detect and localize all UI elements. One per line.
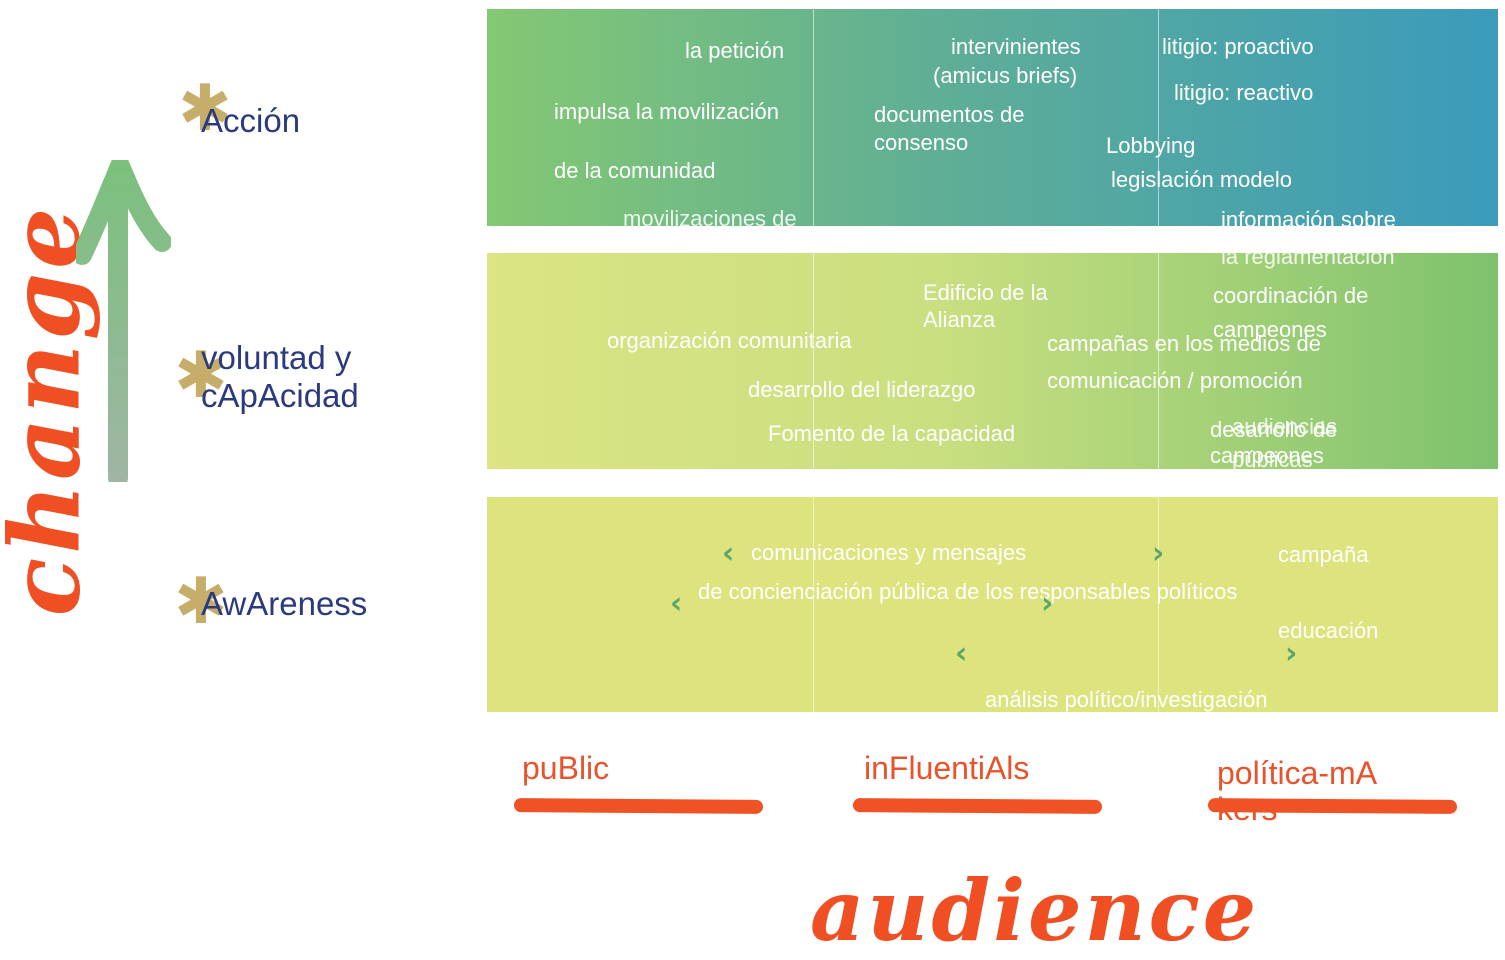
chevron-left-icon: ‹ (670, 586, 683, 621)
will-item: campeones (1213, 317, 1327, 342)
action-item: movilizaciones de (623, 206, 797, 231)
action-item: la petición (685, 38, 785, 63)
will-item: campeones (1210, 443, 1324, 468)
action-item: la reglamentación (1221, 244, 1395, 269)
chevron-right-icon: › (1152, 536, 1165, 571)
awareness-item: campaña (1278, 542, 1369, 567)
action-item: (amicus briefs) (933, 63, 1078, 88)
action-item: de la comunidad (554, 158, 716, 183)
action-item: Lobbying (1106, 133, 1196, 158)
audience-policymakers: política-mAkers (1217, 755, 1387, 827)
band-will-capacity (487, 253, 1498, 469)
audience-underline (852, 798, 1103, 814)
will-item: públicas (1232, 447, 1313, 472)
action-item: legislación modelo (1111, 167, 1292, 192)
will-item: Fomento de la capacidad (768, 421, 1016, 446)
band-awareness (487, 497, 1498, 712)
up-arrow-icon (76, 160, 171, 482)
chevron-right-icon: › (1285, 636, 1298, 671)
audience-public: puBlic (522, 750, 610, 786)
will-item: coordinación de (1213, 283, 1369, 308)
x-mark-icon: ✱ (178, 72, 232, 146)
level-accion: Acción (201, 102, 301, 139)
band-action (487, 9, 1498, 226)
action-item: intervinientes (951, 34, 1081, 59)
awareness-item: de concienciación pública de los respons… (698, 579, 1238, 604)
chevron-left-icon: ‹ (955, 636, 968, 671)
action-item: documentos de (874, 102, 1025, 127)
action-item: consenso (874, 130, 969, 155)
will-item: desarrollo de (1210, 417, 1338, 442)
level-awareness: AwAreness (201, 585, 368, 622)
x-mark-icon: ✱ (174, 565, 228, 639)
will-item: audiencias (1232, 414, 1338, 439)
column-divider (1158, 9, 1159, 712)
action-item: información sobre (1221, 207, 1396, 232)
level-voluntad-label: voluntad y cApAcidad (201, 339, 359, 414)
will-item: Alianza (923, 307, 996, 332)
level-voluntad: voluntad y cApAcidad (201, 339, 431, 415)
column-divider (813, 9, 814, 712)
will-item: comunicación / promoción (1047, 368, 1303, 393)
awareness-item: análisis político/investigación (985, 687, 1268, 712)
awareness-item: comunicaciones y mensajes (751, 540, 1027, 565)
awareness-item: educación (1278, 618, 1379, 643)
will-item: desarrollo del liderazgo (748, 377, 976, 402)
will-item: organización comunitaria (607, 328, 852, 353)
will-item: campañas en los medios de (1047, 331, 1321, 356)
audience-influentials: inFluentiAls (864, 750, 1030, 786)
audience-axis-label: audience (810, 861, 1260, 960)
audience-underline (513, 798, 764, 814)
will-item: Edificio de la (923, 280, 1048, 305)
chevron-right-icon: › (1041, 586, 1054, 621)
audience-underline (1207, 798, 1458, 814)
audience-policymakers-label: política-mAkers (1217, 755, 1378, 827)
action-item: litigio: proactivo (1162, 34, 1314, 59)
action-item: litigio: reactivo (1174, 80, 1314, 105)
chevron-left-icon: ‹ (722, 536, 735, 571)
action-item: impulsa la movilización (554, 99, 779, 124)
x-mark-icon: ✱ (174, 339, 228, 413)
